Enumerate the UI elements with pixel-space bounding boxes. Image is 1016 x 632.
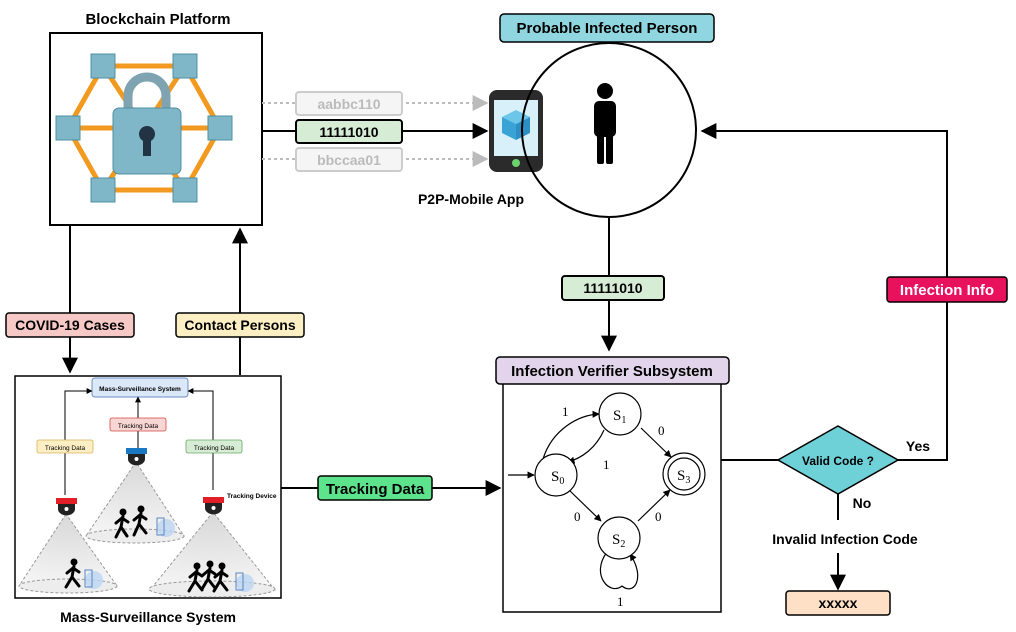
edge-s2-s3-label: 0 [655,509,662,524]
state-s1 [598,392,642,436]
hub-left-link [64,388,93,495]
hub-right-link [187,388,214,490]
output-box [785,590,891,616]
surveillance-title: Mass-Surveillance System [60,609,236,625]
code-box-middle [295,119,403,144]
covid-cases-box [5,312,135,338]
security-camera-icon [56,498,77,516]
person-title-box [499,13,715,43]
state-s2 [597,516,641,560]
code-bottom: bbccaa01 [317,152,381,168]
edge-s1-s3-label: 0 [658,423,665,438]
code-box-bottom [295,147,403,172]
verifier-title: Infection Verifier Subsystem [511,363,713,380]
state-s0-label: S0 [551,469,564,487]
state-s3-label: S3 [677,468,690,486]
smartphone-icon [489,90,543,172]
tracking-data-label: Tracking Data [326,481,425,498]
tracking-device-label: Tracking Device [227,493,277,500]
no-label: No [853,495,872,511]
infection-info-box [886,276,1008,303]
yes-label: Yes [906,438,930,454]
state-s2-label: S2 [612,532,625,550]
tracking-data-box [317,475,433,501]
state-s0 [534,453,578,497]
edge-s1-s0-label: 1 [603,457,610,472]
state-s1-label: S1 [613,408,626,426]
invalid-code-label: Invalid Infection Code [772,531,918,547]
verifier-title-box [495,356,730,385]
contact-persons-label: Contact Persons [184,317,295,333]
valid-code-label: Valid Code ? [802,454,874,468]
contact-persons-box [175,312,305,338]
security-camera-icon [203,497,224,515]
tracking-left-label: Tracking Data [45,445,86,452]
infection-info-label: Infection Info [900,282,994,299]
person-circle [521,42,697,218]
walking-people-icon [64,505,229,593]
person-title: Probable Infected Person [517,20,698,37]
padlock-icon [112,72,182,175]
tracking-right-label: Tracking Data [194,445,235,452]
edge-s0-s2-label: 0 [574,509,581,524]
edge-s2-loop-label: 1 [617,594,624,609]
edge-s0-s1-label: 1 [562,404,569,419]
tracking-mid-box [109,417,167,432]
verified-code: 11111010 [583,280,642,296]
person-icon [594,83,616,164]
security-camera-icon [126,448,147,466]
tracking-left-box [36,439,94,454]
state-s3 [662,452,706,496]
output-label: xxxxx [819,595,858,611]
surveillance-hub-label: Mass-Surveillance System [99,386,181,393]
blockchain-network-icon [55,53,233,203]
code-top: aabbc110 [317,96,380,112]
covid-cases-label: COVID-19 Cases [15,317,125,333]
code-middle: 11111010 [319,124,378,140]
mobile-label: P2P-Mobile App [418,191,524,207]
blockchain-title: Blockchain Platform [85,11,230,28]
tracking-mid-label: Tracking Data [118,423,159,430]
code-box-top [295,91,403,116]
virus-person-icon [84,517,254,592]
state-s3-accept-ring [667,457,701,491]
verified-code-box [561,275,665,301]
tracking-right-box [185,439,243,454]
